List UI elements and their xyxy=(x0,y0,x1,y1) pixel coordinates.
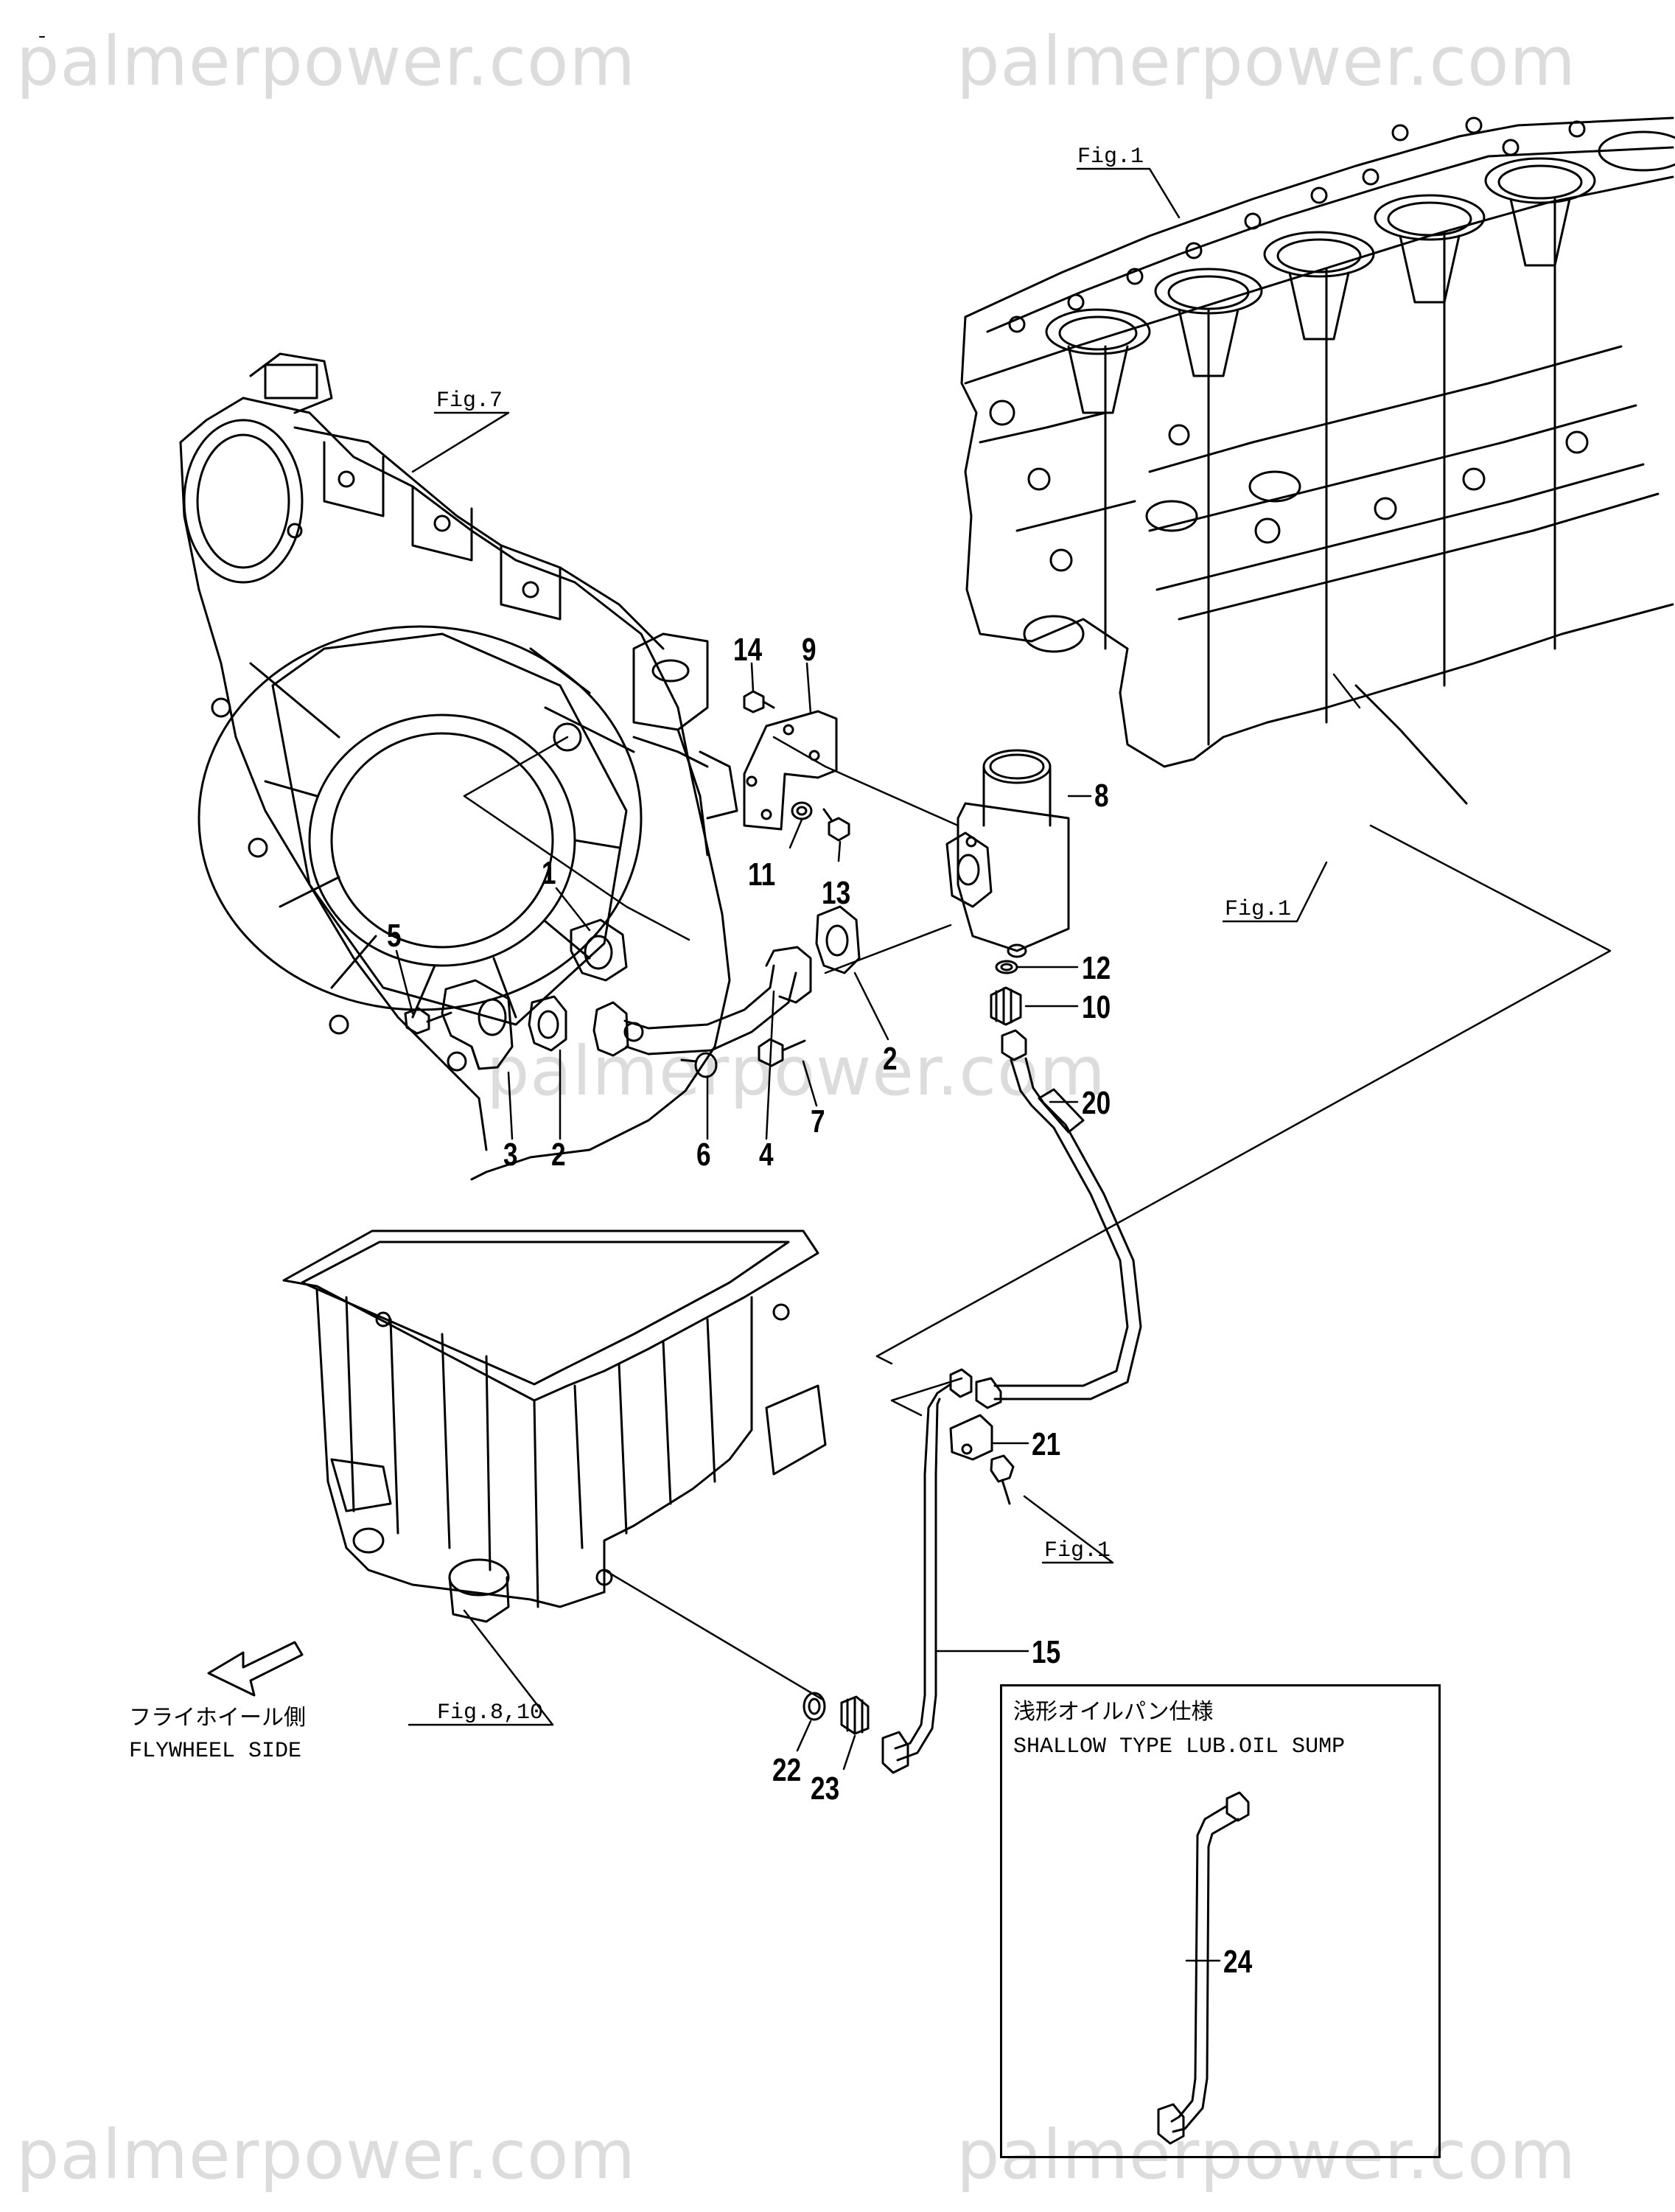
callout-4: 4 xyxy=(759,1137,774,1173)
callout-10: 10 xyxy=(1082,989,1111,1025)
part-3-elbow xyxy=(441,979,514,1070)
part-13-bolt xyxy=(822,808,850,842)
part-5-bolt xyxy=(404,1007,452,1035)
callout-22: 22 xyxy=(772,1752,802,1788)
callout-15: 15 xyxy=(1032,1634,1061,1670)
flywheel-side-label-jp: フライホイール側 xyxy=(129,1705,306,1731)
part-1-gasket xyxy=(570,918,628,982)
part-14-bolt xyxy=(743,690,775,714)
flywheel-side-label-en: FLYWHEEL SIDE xyxy=(129,1739,302,1764)
watermark-bottom-left: palmerpower.com xyxy=(16,2115,637,2194)
inset-title-jp: 浅形オイルパン仕様 xyxy=(1013,1699,1214,1725)
assembly-lines xyxy=(463,673,1612,1700)
callout-9: 9 xyxy=(802,632,816,668)
callout-leaders xyxy=(395,662,1221,1962)
callout-6: 6 xyxy=(696,1137,711,1173)
callout-2-right: 2 xyxy=(883,1041,898,1077)
callout-12: 12 xyxy=(1082,950,1111,986)
inset-title-en: SHALLOW TYPE LUB.OIL SUMP xyxy=(1013,1734,1346,1759)
part-4-pipe xyxy=(592,946,812,1057)
callout-13: 13 xyxy=(822,875,851,911)
fig7-ref[interactable]: Fig.7 xyxy=(436,388,503,414)
watermark-top-right: palmerpower.com xyxy=(957,22,1577,101)
callout-1: 1 xyxy=(542,855,556,891)
part-15-pipe xyxy=(881,1368,973,1774)
fig1-bottom-ref[interactable]: Fig.1 xyxy=(1044,1538,1111,1563)
part-11-washer xyxy=(791,801,813,820)
callout-7: 7 xyxy=(811,1103,825,1140)
part-21-clamp xyxy=(949,1414,1015,1505)
callout-21: 21 xyxy=(1032,1426,1061,1462)
part-22-washer xyxy=(802,1692,826,1721)
fig1-right-ref[interactable]: Fig.1 xyxy=(1225,897,1292,922)
part-6-bolt xyxy=(680,1052,718,1078)
callout-23: 23 xyxy=(811,1770,840,1807)
watermark-bottom-right: palmerpower.com xyxy=(957,2115,1577,2194)
callout-14: 14 xyxy=(733,632,763,668)
oil-pan xyxy=(282,1229,827,1623)
part-2-gasket-left xyxy=(528,995,567,1052)
fig1-top-ref[interactable]: Fig.1 xyxy=(1077,144,1144,170)
engine-block xyxy=(960,116,1675,805)
callout-5: 5 xyxy=(387,918,402,954)
part-24-pipe xyxy=(1157,1791,1250,2145)
part-9-bracket xyxy=(743,710,838,831)
part-12-oring xyxy=(995,960,1018,974)
callout-20: 20 xyxy=(1082,1085,1111,1121)
fig-ref-leaders xyxy=(408,167,1328,1726)
part-8-housing xyxy=(945,749,1070,958)
fig8-10-ref[interactable]: Fig.8,10 xyxy=(437,1700,544,1726)
flywheel-housing xyxy=(179,352,738,1181)
part-23-plug xyxy=(840,1695,870,1735)
callout-8: 8 xyxy=(1094,778,1109,814)
part-10-connector xyxy=(990,986,1022,1026)
callout-24: 24 xyxy=(1223,1944,1253,1980)
callout-11: 11 xyxy=(748,856,776,893)
part-20-hose xyxy=(975,1029,1142,1409)
part-2-gasket-right xyxy=(815,905,861,974)
watermark-top-left: palmerpower.com xyxy=(16,22,637,101)
part-7-bolt xyxy=(758,1038,806,1067)
callout-3: 3 xyxy=(503,1137,518,1173)
shallow-sump-inset xyxy=(1000,1684,1441,2158)
callout-2-left: 2 xyxy=(551,1137,566,1173)
flywheel-side-arrow xyxy=(207,1641,304,1697)
